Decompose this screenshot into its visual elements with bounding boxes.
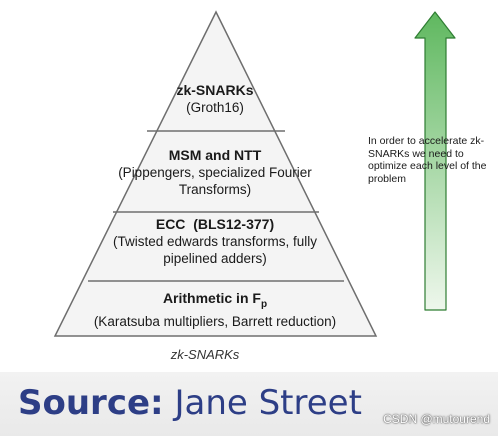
layer-subtitle: (Twisted edwards transforms, fully pipel… [112,234,318,266]
pyramid-layer-arithmetic: Arithmetic in Fp (Karatsuba multipliers,… [60,290,370,330]
source-credit: Source: Jane Street [18,381,362,425]
pyramid-outline [53,10,378,337]
layer-subtitle: (Karatsuba multipliers, Barrett reductio… [93,313,337,329]
layer-title-subscript: p [260,298,268,310]
layer-title: zk-SNARKs [176,82,254,98]
pyramid-layer-zk-snarks: zk-SNARKs (Groth16) [140,82,290,116]
pyramid-layer-msm-ntt: MSM and NTT (Pippengers, specialized Fou… [100,147,330,198]
layer-title-main: Arithmetic in F [162,290,261,306]
arrow-note: In order to accelerate zk-SNARKs we need… [368,135,487,185]
diagram-caption: zk-SNARKs [170,347,240,362]
source-label: Source: [18,383,164,423]
watermark: CSDN @mutourend [383,412,490,426]
layer-subtitle: (Groth16) [186,100,244,115]
pyramid-layer-ecc: ECC (BLS12-377) (Twisted edwards transfo… [90,216,340,267]
layer-title: MSM and NTT [168,147,262,163]
source-name: Jane Street [174,383,362,423]
up-arrow [414,11,456,311]
layer-subtitle: (Pippengers, specialized Fourier Transfo… [118,165,312,197]
layer-title: Arithmetic in Fp [60,290,370,313]
footer-band [0,372,498,436]
layer-title: ECC (BLS12-377) [155,216,275,232]
